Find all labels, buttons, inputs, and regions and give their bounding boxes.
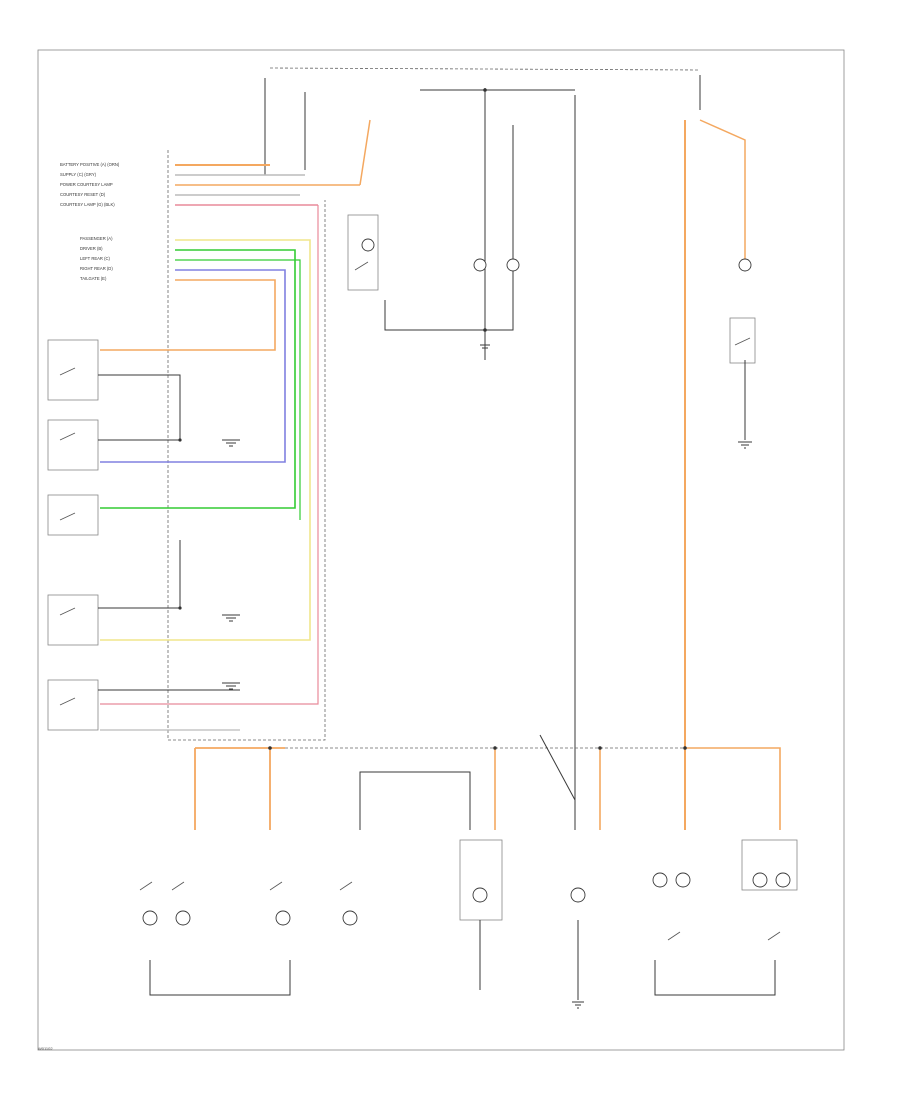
label-courtesy-lamp: COURTESY LAMP (G) (BLK) xyxy=(60,202,115,207)
lower-lamp-row xyxy=(139,839,798,1009)
label-courtesy-reset: COURTESY RESET (D) xyxy=(60,192,106,197)
center-dome-lamps xyxy=(347,120,520,360)
diagram-frame xyxy=(37,49,845,1051)
label-passenger: PASSENGER (A) xyxy=(80,236,113,241)
connector-labels: BATTERY POSITIVE (A) (ORN) SUPPLY (C) (G… xyxy=(60,162,120,281)
diagram-code: W01102 xyxy=(38,1046,53,1051)
door-switch-wires xyxy=(100,205,319,731)
left-connector-block xyxy=(167,119,371,741)
ground-symbols xyxy=(222,439,240,690)
splice-points xyxy=(268,88,687,750)
label-supply: SUPPLY (C) (GRY) xyxy=(60,172,97,177)
right-courtesy-lamp xyxy=(684,119,756,830)
label-battery-positive: BATTERY POSITIVE (A) (ORN) xyxy=(60,162,120,167)
label-driver: DRIVER (B) xyxy=(80,246,103,251)
label-power-courtesy: POWER COURTESY LAMP xyxy=(60,182,113,187)
lower-bus xyxy=(194,734,781,830)
left-door-switches xyxy=(47,339,240,731)
label-left-rear: LEFT REAR (C) xyxy=(80,256,111,261)
top-power-bus xyxy=(264,67,701,830)
label-tailgate: TAILGATE (E) xyxy=(80,276,107,281)
label-right-rear: RIGHT REAR (D) xyxy=(80,266,113,271)
